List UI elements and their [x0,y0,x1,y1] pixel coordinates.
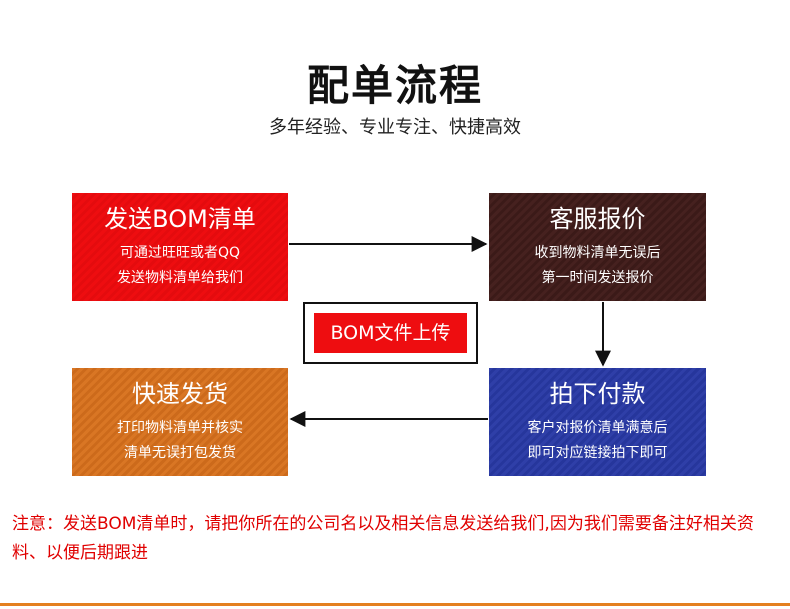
step-ship-line-2: 清单无误打包发货 [124,445,236,461]
step-ship: 快速发货 打印物料清单并核实 清单无误打包发货 [72,368,288,476]
step-place-order-title: 拍下付款 [549,380,646,408]
bom-upload-frame: BOM文件上传 [303,302,478,364]
bottom-divider [0,603,790,606]
bom-upload-button[interactable]: BOM文件上传 [314,313,467,353]
step-ship-line-1: 打印物料清单并核实 [117,420,243,436]
step-ship-title: 快速发货 [132,380,228,408]
step-customer-service-title: 客服报价 [549,205,646,233]
step-customer-service-line-2: 第一时间发送报价 [541,270,654,286]
page-subtitle: 多年经验、专业专注、快捷高效 [269,117,521,138]
step-place-order-line-1: 客户对报价清单满意后 [527,420,668,436]
notice-text: 注意：发送BOM清单时，请把你所在的公司名以及相关信息发送给我们,因为我们需要备… [12,514,754,563]
step-customer-service-line-1: 收到物料清单无误后 [534,245,661,261]
step-send-bom-line-1: 可通过旺旺或者QQ [119,245,241,261]
page-title: 配单流程 [306,61,483,110]
step-send-bom-line-2: 发送物料清单给我们 [117,270,243,286]
step-send-bom-title: 发送BOM清单 [104,205,256,233]
step-place-order-line-2: 即可对应链接拍下即可 [527,445,668,461]
step-send-bom: 发送BOM清单 可通过旺旺或者QQ 发送物料清单给我们 [72,193,288,301]
step-place-order: 拍下付款 客户对报价清单满意后 即可对应链接拍下即可 [489,368,706,476]
step-customer-service: 客服报价 收到物料清单无误后 第一时间发送报价 [489,193,706,301]
